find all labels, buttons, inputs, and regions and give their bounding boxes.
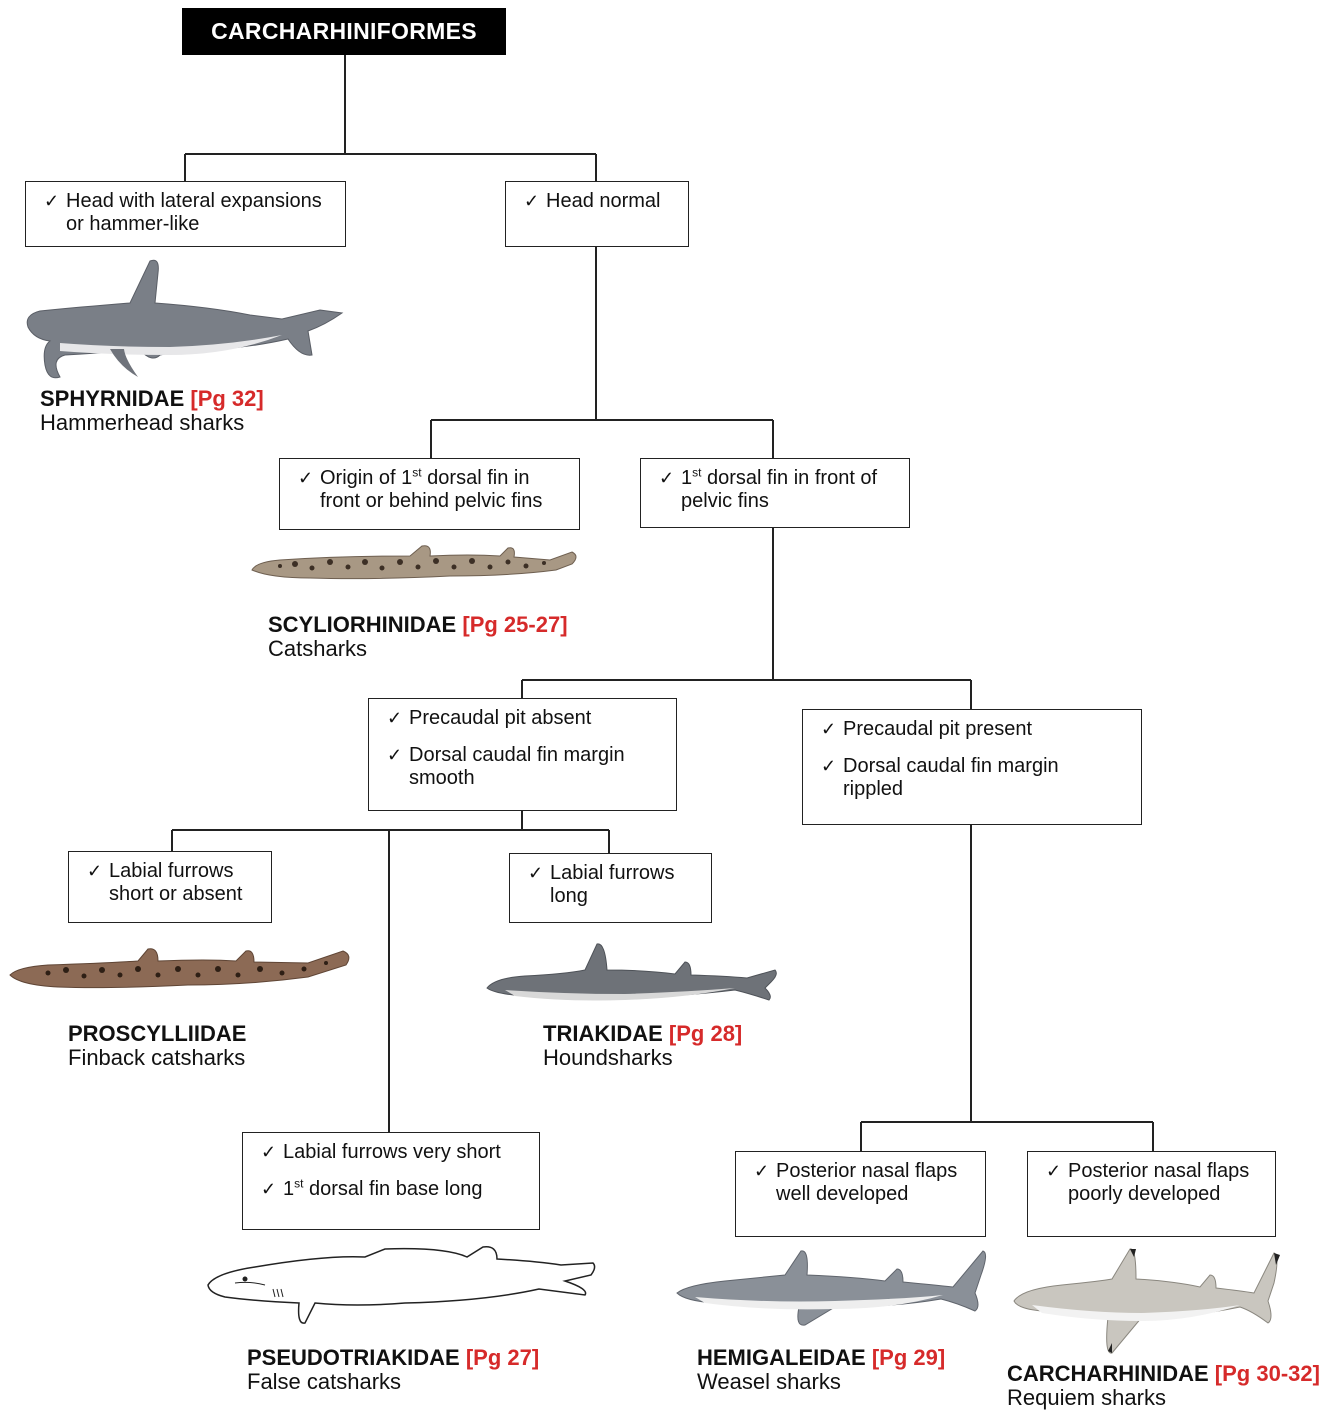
spotted-catshark-image [251, 545, 577, 580]
criterion-text: Posterior nasal flaps poorly developed [1068, 1160, 1250, 1205]
connector-precaudal-present [860, 825, 1154, 1151]
criterion-item: ✓ Precaudal pit present [821, 718, 1131, 741]
checkmark-icon: ✓ [528, 863, 544, 883]
criterion-text: Head normal [546, 190, 661, 212]
connector-precaudal-absent [171, 811, 610, 1132]
page-reference: [Pg 28] [668, 1021, 743, 1046]
criterion-item: ✓ Posterior nasal flaps poorly developed [1046, 1160, 1265, 1206]
criterion-item: ✓ Origin of 1st dorsal fin in front or be… [298, 465, 569, 513]
criterion-text: Precaudal pit absent [409, 707, 592, 729]
common-name: Houndsharks [543, 1045, 673, 1070]
false-catshark-drawing-image [207, 1246, 596, 1324]
criterion-item: ✓ Labial furrows long [528, 862, 701, 908]
page-reference: [Pg 32] [190, 386, 264, 411]
criterion-text: Labial furrows long [550, 862, 675, 907]
criterion-item: ✓ Labial furrows short or absent [87, 860, 261, 906]
criterion-item: ✓ Dorsal caudal fin margin rippled [821, 755, 1131, 801]
criterion-item: ✓ Posterior nasal flaps well developed [754, 1160, 975, 1206]
family-label-hemigaleidae: HEMIGALEIDAE [Pg 29] Weasel sharks [697, 1346, 945, 1394]
page-reference: [Pg 29] [871, 1345, 946, 1370]
ordinal-superscript: st [412, 465, 422, 480]
criteria-box-precaudal-present: ✓ Precaudal pit present ✓ Dorsal caudal fin… [802, 709, 1142, 825]
family-label-pseudotriakidae: PSEUDOTRIAKIDAE [Pg 27] False catsharks [247, 1346, 539, 1394]
hammerhead-shark-image [26, 259, 344, 379]
checkmark-icon: ✓ [44, 191, 60, 211]
criterion-text: Precaudal pit present [843, 718, 1033, 740]
criterion-item: ✓ Precaudal pit absent [387, 707, 666, 730]
criteria-box-nasal-well: ✓ Posterior nasal flaps well developed [735, 1151, 986, 1237]
criteria-box-dorsal-origin: ✓ Origin of 1st dorsal fin in front or be… [279, 458, 580, 530]
checkmark-icon: ✓ [387, 745, 403, 765]
criterion-item: ✓ 1st dorsal fin in front of pelvic fins [659, 465, 899, 513]
criteria-box-head-lateral: ✓ Head with lateral expansions or hammer-… [25, 181, 346, 247]
page-reference: [Pg 25-27] [462, 612, 568, 637]
common-name: Finback catsharks [68, 1045, 246, 1070]
common-name: Catsharks [268, 636, 368, 661]
criterion-text: Head with lateral expansions or hammer-l… [66, 190, 322, 235]
criterion-item: ✓ 1st dorsal fin base long [261, 1176, 529, 1201]
page-reference: [Pg 30-32] [1214, 1361, 1320, 1386]
family-name: SPHYRNIDAE [40, 386, 185, 411]
family-name: CARCHARHINIDAE [1007, 1361, 1209, 1386]
family-label-carcharhinidae: CARCHARHINIDAE [Pg 30-32] Requiem sharks [1007, 1362, 1320, 1410]
family-name: SCYLIORHINIDAE [268, 612, 457, 637]
family-label-sphyrnidae: SPHYRNIDAE [Pg 32] Hammerhead sharks [40, 387, 264, 435]
criteria-box-precaudal-absent: ✓ Precaudal pit absent ✓ Dorsal caudal fin … [368, 698, 677, 811]
criteria-box-labial-long: ✓ Labial furrows long [509, 853, 712, 923]
criterion-text: Labial furrows short or absent [109, 860, 243, 905]
weasel-shark-image [676, 1250, 987, 1326]
common-name: Requiem sharks [1007, 1385, 1166, 1410]
criterion-text: Origin of 1st dorsal fin in front or beh… [320, 465, 543, 512]
checkmark-icon: ✓ [298, 468, 314, 488]
root-order-label: CARCHARHINIFORMES [182, 8, 506, 55]
criteria-box-head-normal: ✓ Head normal [505, 181, 689, 247]
connector-head-normal [430, 247, 774, 458]
family-label-scyliorhinidae: SCYLIORHINIDAE [Pg 25-27] Catsharks [268, 613, 568, 661]
criteria-box-labial-very-short: ✓ Labial furrows very short ✓ 1st dorsal fi… [242, 1132, 540, 1230]
criterion-item: ✓ Head with lateral expansions or hammer-… [44, 190, 335, 236]
criteria-box-labial-short: ✓ Labial furrows short or absent [68, 851, 272, 923]
common-name: False catsharks [247, 1369, 402, 1394]
checkmark-icon: ✓ [261, 1142, 277, 1162]
criteria-box-dorsal-front: ✓ 1st dorsal fin in front of pelvic fins [640, 458, 910, 528]
checkmark-icon: ✓ [387, 708, 403, 728]
common-name: Weasel sharks [697, 1369, 841, 1394]
criterion-item: ✓ Dorsal caudal fin margin smooth [387, 744, 666, 790]
checkmark-icon: ✓ [1046, 1161, 1062, 1181]
criterion-text: Posterior nasal flaps well developed [776, 1160, 958, 1205]
family-name: TRIAKIDAE [543, 1021, 663, 1046]
criterion-text: Dorsal caudal fin margin smooth [409, 744, 625, 789]
checkmark-icon: ✓ [754, 1161, 770, 1181]
checkmark-icon: ✓ [524, 191, 540, 211]
checkmark-icon: ✓ [659, 468, 675, 488]
page-reference: [Pg 27] [465, 1345, 540, 1370]
checkmark-icon: ✓ [261, 1179, 277, 1199]
checkmark-icon: ✓ [821, 756, 837, 776]
criterion-text: 1st dorsal fin in front of pelvic fins [681, 465, 878, 512]
family-label-proscylliidae: PROSCYLLIIDAE Finback catsharks [68, 1022, 246, 1070]
ordinal-superscript: st [692, 465, 702, 480]
family-name: PSEUDOTRIAKIDAE [247, 1345, 460, 1370]
family-name: HEMIGALEIDAE [697, 1345, 866, 1370]
requiem-shark-image [1013, 1248, 1280, 1354]
criterion-item: ✓ Head normal [524, 190, 678, 213]
houndshark-image [486, 943, 777, 1001]
finback-catshark-image [9, 948, 350, 989]
criterion-item: ✓ Labial furrows very short [261, 1141, 529, 1164]
family-label-triakidae: TRIAKIDAE [Pg 28] Houndsharks [543, 1022, 742, 1070]
connector-root [184, 55, 597, 181]
criterion-text: Dorsal caudal fin margin rippled [843, 755, 1059, 800]
family-name: PROSCYLLIIDAE [68, 1021, 247, 1046]
criterion-text: 1st dorsal fin base long [283, 1176, 483, 1200]
connector-dorsal-front [521, 528, 972, 709]
criteria-box-nasal-poor: ✓ Posterior nasal flaps poorly developed [1027, 1151, 1276, 1237]
checkmark-icon: ✓ [87, 861, 103, 881]
checkmark-icon: ✓ [821, 719, 837, 739]
criterion-text: Labial furrows very short [283, 1141, 501, 1163]
ordinal-superscript: st [294, 1176, 304, 1191]
common-name: Hammerhead sharks [40, 410, 245, 435]
